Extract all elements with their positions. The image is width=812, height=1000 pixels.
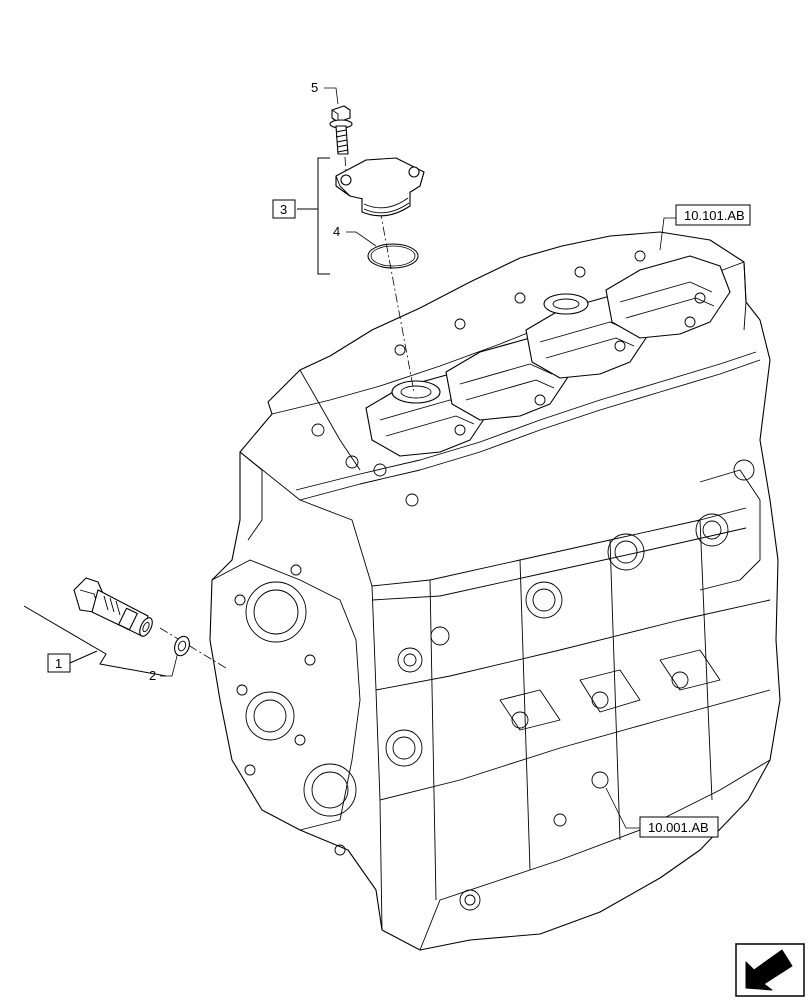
ref-cylinder-block[interactable]: 10.001.AB: [648, 820, 709, 835]
callout-2: 2: [149, 668, 156, 683]
flange-bolt: [329, 105, 353, 155]
hollow-fitting: [73, 577, 153, 637]
callout-labels: 5 3 4 1 2 10.101.AB 10.001.AB: [47, 80, 751, 838]
ref-box-cylinder-head: [675, 204, 751, 226]
ref-box-cylinder-block: [639, 816, 719, 838]
ref-cylinder-head[interactable]: 10.101.AB: [684, 208, 745, 223]
o-ring: [367, 243, 419, 269]
engine-block: [209, 231, 781, 951]
leader-lines: [23, 87, 676, 829]
callout-1-box: [47, 653, 71, 673]
callout-1: 1: [55, 656, 62, 671]
oil-filler-cover: [335, 157, 425, 217]
callout-5: 5: [311, 80, 318, 95]
next-page-arrow-icon[interactable]: [735, 943, 805, 997]
callout-3: 3: [280, 202, 287, 217]
callout-3-box: [272, 199, 296, 219]
cover-centerline: [379, 209, 415, 393]
callout-4: 4: [333, 224, 340, 239]
fitting-centerline: [159, 627, 227, 669]
sealing-washer: [174, 635, 190, 657]
